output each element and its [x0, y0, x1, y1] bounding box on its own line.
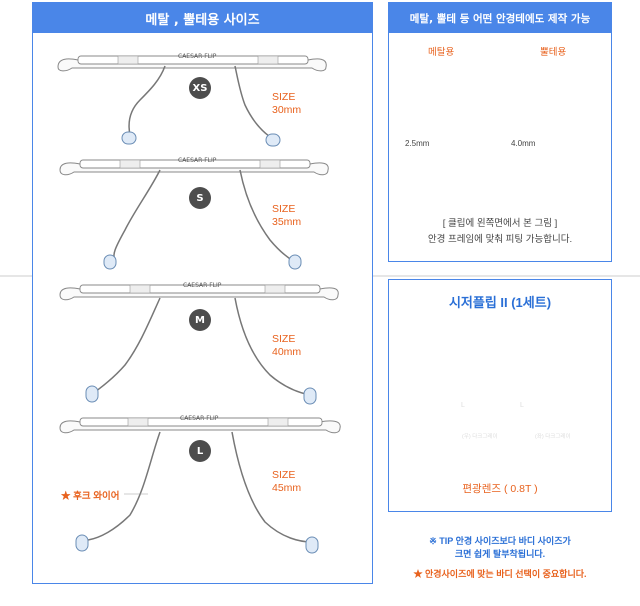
size-mm: 35mm [272, 216, 302, 228]
hook-wire-note: ★ 후크 와이어 [61, 491, 120, 502]
size-text: SIZE [272, 469, 296, 481]
size-badge-m: M [189, 309, 211, 331]
size-mm: 40mm [272, 346, 302, 358]
size-text: SIZE [272, 91, 296, 103]
caption-line-2: 안경 프레임에 맞춰 피팅 가능합니다. [427, 234, 573, 245]
tip-line-2: 크면 쉽게 탈부착됩니다. [454, 549, 546, 559]
lens-text-left: (우) 다크그레이 [462, 434, 498, 440]
size-label-s: SIZE 35mm [272, 203, 301, 229]
size-mm: 30mm [272, 104, 302, 116]
lens-mark-right: L [520, 402, 524, 409]
product-title: 시저플립 II (1세트) [448, 295, 552, 310]
size-text: SIZE [272, 333, 296, 345]
horn-label: 뿔테용 [540, 47, 567, 58]
size-label-m: SIZE 40mm [272, 333, 301, 359]
horn-measure: 4.0mm [511, 139, 536, 148]
caption-line-1: [ 클립에 왼쪽면에서 본 그림 ] [442, 218, 558, 229]
compat-panel-title: 메탈, 뿔테 등 어떤 안경테에도 제작 가능 [389, 3, 611, 33]
size-mm: 45mm [272, 482, 302, 494]
compat-panel: 메탈, 뿔테 등 어떤 안경테에도 제작 가능 [388, 2, 612, 262]
metal-measure: 2.5mm [405, 139, 430, 148]
product-panel [388, 279, 612, 512]
size-label-xs: SIZE 30mm [272, 91, 301, 117]
size-text: SIZE [272, 203, 296, 215]
tip-line-1: ※ TIP 안경 사이즈보다 바디 사이즈가 [429, 536, 571, 546]
star-note: ★ 안경사이즈에 맞는 바디 선택이 중요합니다. [413, 569, 587, 579]
lens-text-right: (좌) 다크그레이 [535, 434, 571, 440]
size-badge-l: L [189, 440, 211, 462]
lens-caption: 편광렌즈 ( 0.8T ) [462, 483, 538, 495]
size-badge-s: S [189, 187, 211, 209]
size-badge-xs: XS [189, 77, 211, 99]
left-panel-title: 메탈 , 뿔테용 사이즈 [33, 3, 372, 33]
metal-label: 메탈용 [428, 47, 455, 58]
size-label-l: SIZE 45mm [272, 469, 301, 495]
lens-mark-left: L [461, 402, 465, 409]
